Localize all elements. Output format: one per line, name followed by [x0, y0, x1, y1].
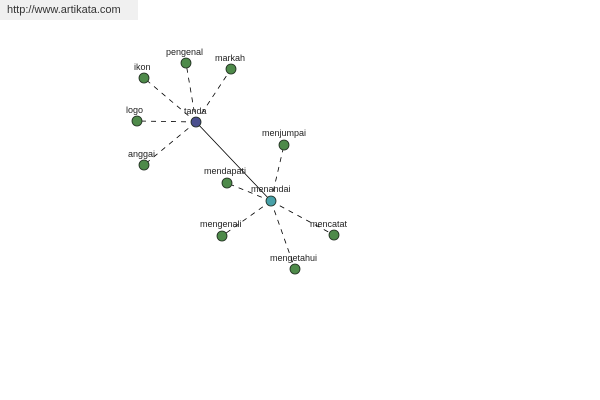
edge-tanda-menandai — [195, 121, 272, 202]
node-label-anggai: anggai — [128, 149, 155, 159]
node-mengenali[interactable] — [216, 230, 228, 242]
edge-menandai-mencatat — [270, 200, 335, 236]
node-label-mendapati: mendapati — [204, 166, 246, 176]
node-pengenal[interactable] — [180, 57, 192, 69]
edge-menandai-mengetahui — [270, 200, 296, 270]
url-banner: http://www.artikata.com — [0, 0, 138, 20]
edge-tanda-logo — [136, 120, 197, 123]
node-markah[interactable] — [225, 63, 237, 75]
edge-menandai-mengenali — [221, 200, 272, 237]
node-menandai[interactable] — [265, 195, 277, 207]
node-label-ikon: ikon — [134, 62, 151, 72]
graph-nodes: tanda menandai ikon pengenal markah logo angga… — [126, 47, 348, 275]
node-logo[interactable] — [131, 115, 143, 127]
node-label-logo: logo — [126, 105, 143, 115]
node-mendapati[interactable] — [221, 177, 233, 189]
node-label-mengetahui: mengetahui — [270, 253, 317, 263]
node-mencatat[interactable] — [328, 229, 340, 241]
node-label-tanda: tanda — [184, 106, 207, 116]
node-label-pengenal: pengenal — [166, 47, 203, 57]
node-ikon[interactable] — [138, 72, 150, 84]
edge-tanda-markah — [195, 68, 232, 123]
node-label-mengenali: mengenali — [200, 219, 242, 229]
edge-menandai-mendapati — [226, 182, 272, 202]
node-anggai[interactable] — [138, 159, 150, 171]
node-label-menandai: menandai — [251, 184, 291, 194]
node-label-mencatat: mencatat — [310, 219, 348, 229]
node-tanda[interactable] — [190, 116, 202, 128]
node-mengetahui[interactable] — [289, 263, 301, 275]
graph-edges — [136, 62, 335, 270]
source-url-text: http://www.artikata.com — [7, 4, 121, 16]
edge-tanda-anggai — [143, 121, 197, 166]
edge-tanda-ikon — [143, 77, 197, 123]
node-menjumpai[interactable] — [278, 139, 290, 151]
node-label-menjumpai: menjumpai — [262, 128, 306, 138]
node-label-markah: markah — [215, 53, 245, 63]
